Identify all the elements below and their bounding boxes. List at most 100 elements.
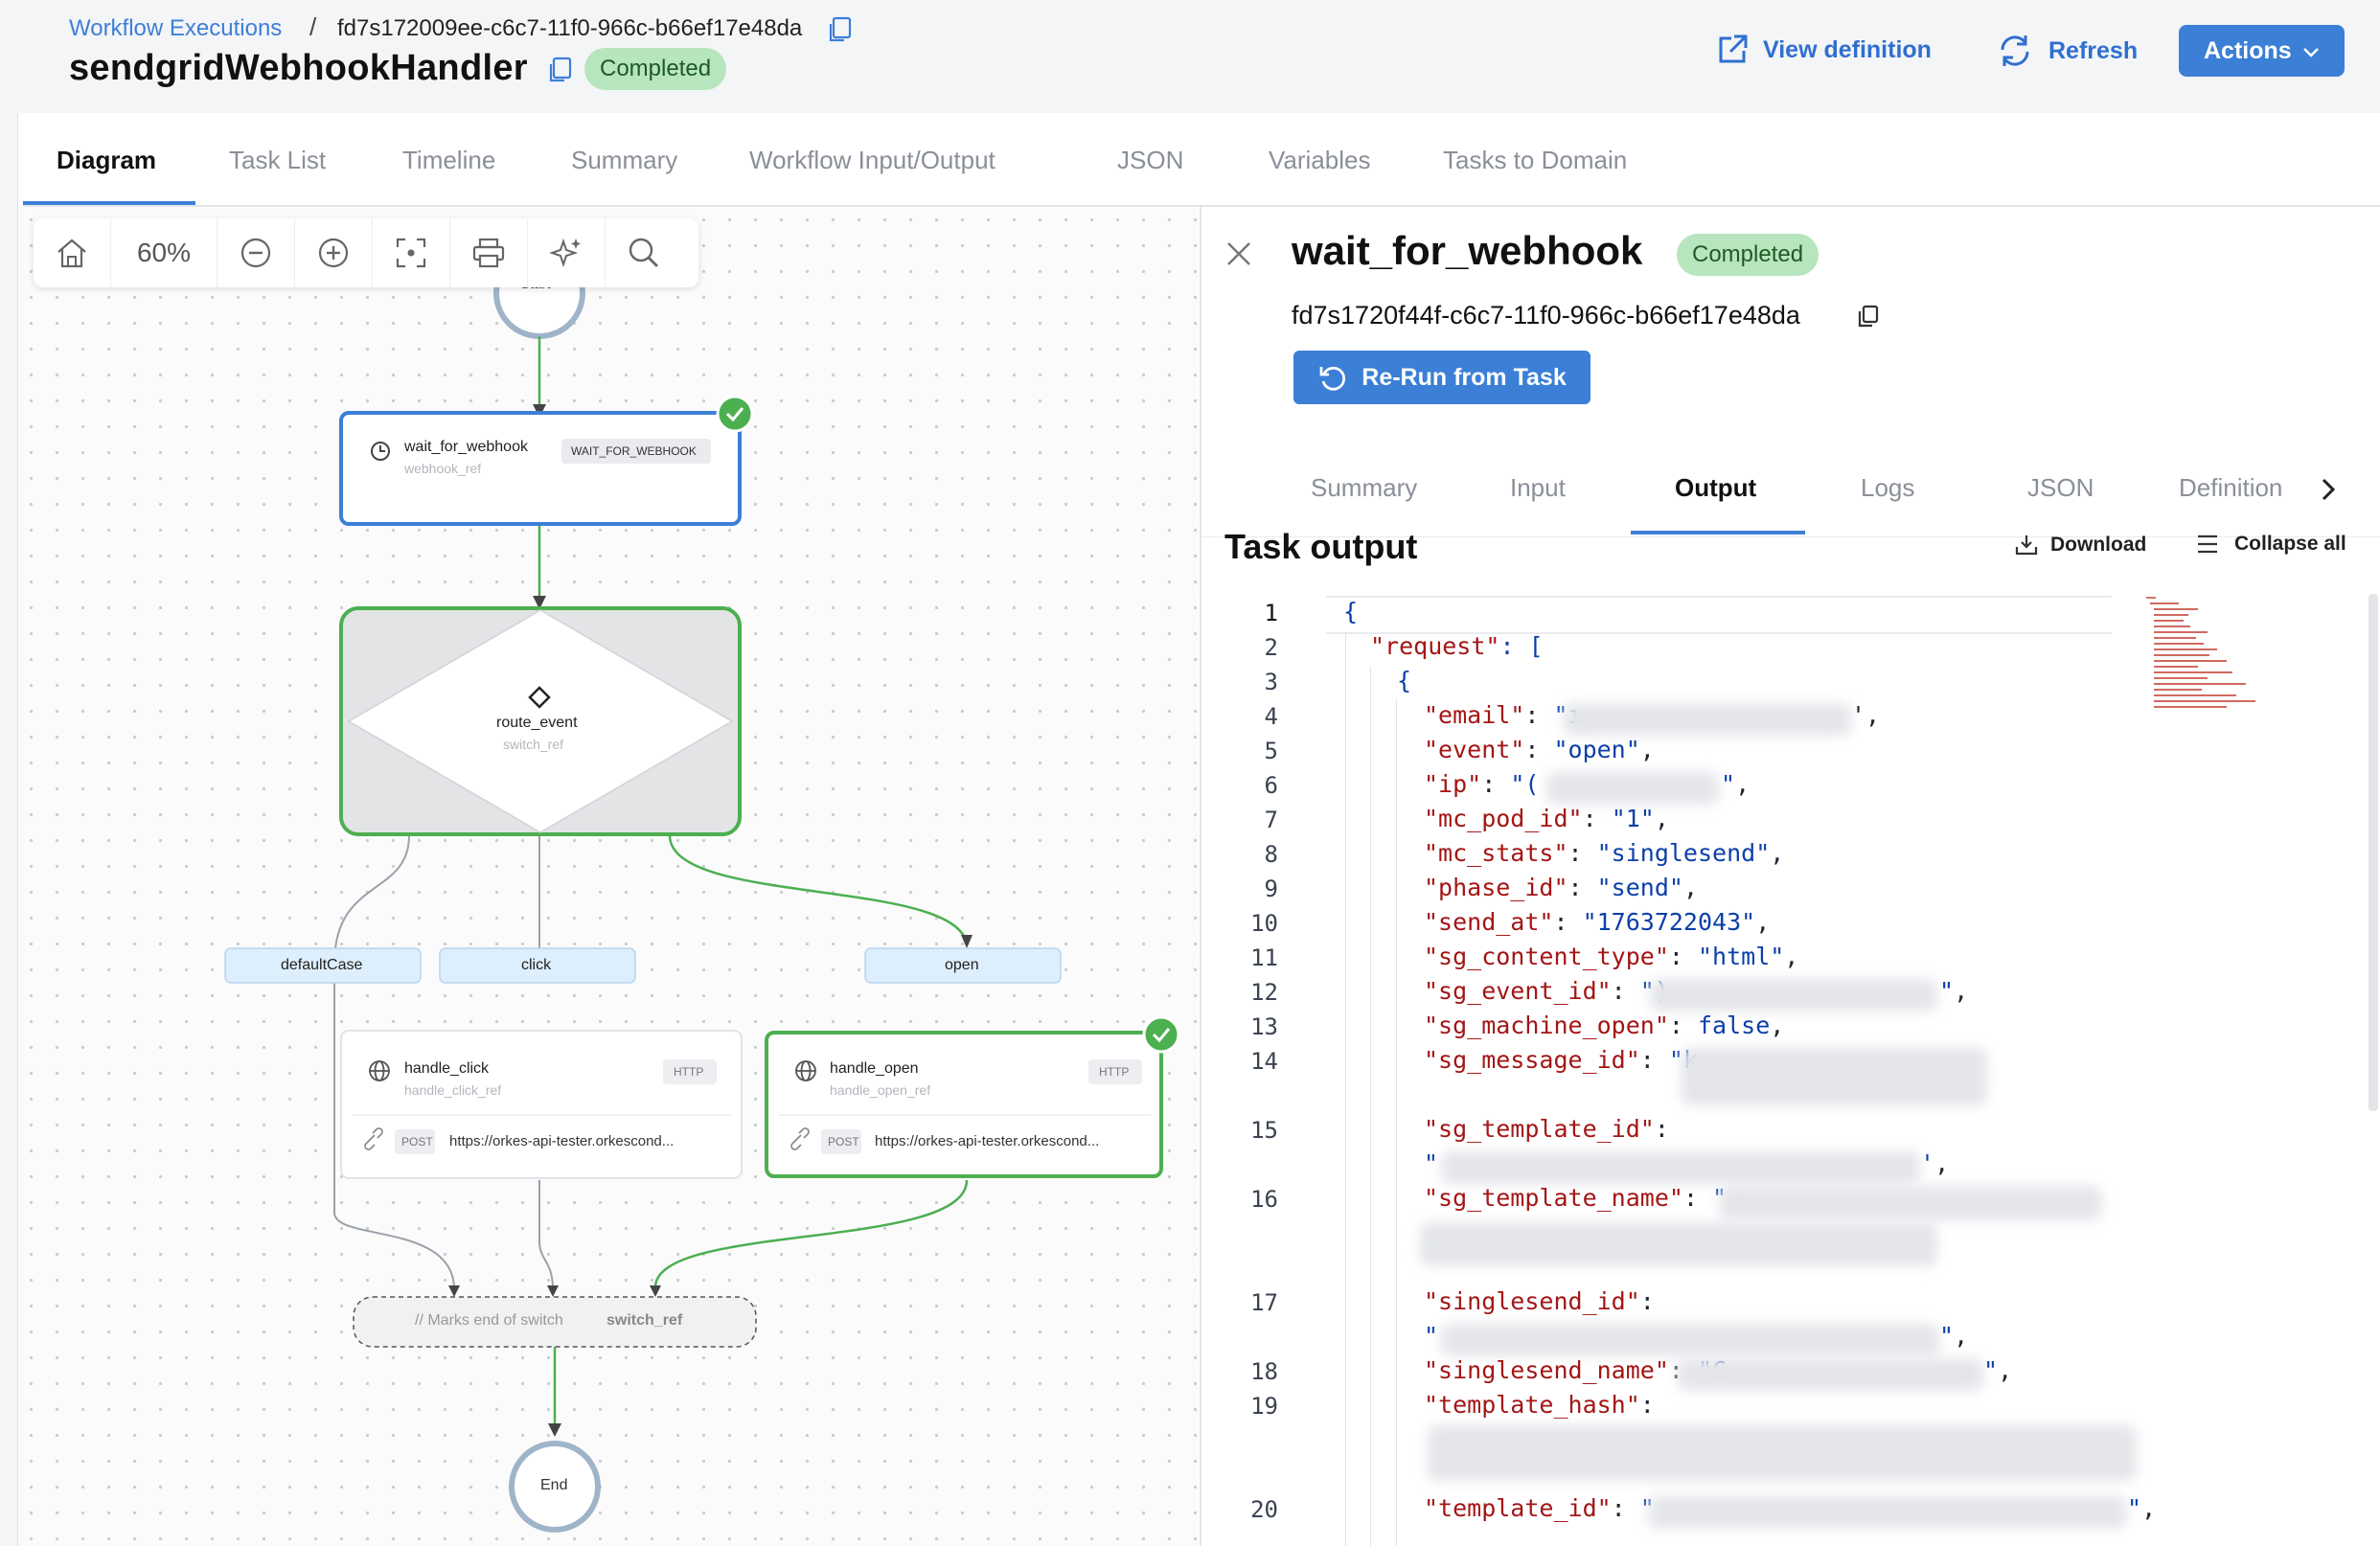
wait-task-type-badge: WAIT_FOR_WEBHOOK	[571, 444, 697, 458]
task-id: fd7s1720f44f-c6c7-11f0-966c-b66ef17e48da	[1292, 301, 1800, 330]
section-title: Task output	[1224, 527, 1418, 566]
subtab-input[interactable]: Input	[1510, 473, 1566, 502]
copy-icon[interactable]	[546, 56, 575, 89]
tab-workflow-input-output[interactable]: Workflow Input/Output	[749, 146, 995, 174]
open-task-name: handle_open	[830, 1060, 919, 1077]
actions-dropdown-button[interactable]: Actions	[2179, 25, 2345, 77]
rerun-label: Re-Run from Task	[1362, 363, 1567, 391]
close-icon	[1227, 242, 1250, 265]
case-label-click: click	[521, 957, 552, 973]
refresh-label: Refresh	[2048, 36, 2139, 64]
completed-check-icon	[716, 395, 754, 433]
case-label-open: open	[945, 957, 979, 973]
refresh-button[interactable]: Refresh	[1995, 31, 2138, 71]
subtab-summary[interactable]: Summary	[1311, 473, 1418, 502]
home-icon	[57, 239, 86, 268]
workflow-graph	[224, 247, 1180, 1533]
main-tabs: Diagram Task List Timeline Summary Workf…	[23, 113, 2380, 207]
subtab-definition-clip: Definition	[2179, 473, 2290, 508]
breadcrumb-workflow-executions[interactable]: Workflow Executions	[69, 15, 283, 41]
status-badge: Completed	[584, 48, 727, 90]
join-label-prefix: // Marks end of switch	[415, 1312, 563, 1329]
subtab-logs[interactable]: Logs	[1861, 473, 1915, 502]
tab-tasks-to-domain[interactable]: Tasks to Domain	[1443, 146, 1628, 174]
collapse-icon	[2198, 534, 2217, 554]
page-header: Workflow Executions / fd7s172009ee-c6c7-…	[0, 0, 2380, 113]
wait-for-webhook-node[interactable]	[339, 411, 742, 526]
refresh-icon	[2001, 35, 2029, 66]
print-icon	[472, 238, 505, 268]
click-task-ref: handle_click_ref	[404, 1082, 502, 1098]
end-label: End	[540, 1477, 568, 1493]
copy-icon[interactable]	[826, 15, 855, 49]
search-button[interactable]	[606, 218, 682, 287]
diagram-toolbar: 60%	[34, 218, 698, 287]
wait-task-name: wait_for_webhook	[404, 439, 528, 455]
scrollbar[interactable]	[2369, 594, 2378, 1111]
open-task-method: POST	[828, 1135, 859, 1148]
breadcrumb-separator: /	[309, 12, 317, 41]
collapse-all-button[interactable]: Collapse all	[2196, 533, 2346, 556]
copy-icon[interactable]	[1855, 303, 1882, 334]
fit-view-button[interactable]	[373, 218, 450, 287]
click-task-url: https://orkes-api-tester.orkescond...	[449, 1133, 675, 1149]
active-subtab-indicator	[1631, 531, 1805, 534]
join-node[interactable]	[353, 1296, 757, 1348]
breadcrumb-execution-id: fd7s172009ee-c6c7-11f0-966c-b66ef17e48da	[337, 15, 803, 41]
task-title: wait_for_webhook	[1292, 228, 1643, 273]
clock-icon	[371, 442, 390, 461]
home-button[interactable]	[34, 218, 111, 287]
subtab-output[interactable]: Output	[1675, 473, 1757, 502]
chevron-down-icon	[2302, 48, 2319, 57]
task-subtabs: Summary Input Output Logs JSON Definitio…	[1201, 456, 2380, 536]
handle-open-node[interactable]	[765, 1031, 1163, 1178]
diagram-canvas[interactable]: Start wait_for_webhook webhook_ref WAIT_…	[18, 207, 1199, 1546]
tab-json[interactable]: JSON	[1117, 146, 1184, 174]
actions-label: Actions	[2204, 37, 2292, 64]
print-button[interactable]	[450, 218, 528, 287]
switch-task-name: route_event	[496, 715, 578, 731]
subtab-json[interactable]: JSON	[2027, 473, 2094, 502]
open-task-ref: handle_open_ref	[830, 1082, 931, 1098]
download-button[interactable]: Download	[2014, 533, 2146, 557]
subtab-definition[interactable]: Definition	[2179, 473, 2283, 502]
code-minimap[interactable]	[2140, 594, 2284, 728]
tab-task-list[interactable]: Task List	[229, 146, 327, 174]
workflow-title: sendgridWebhookHandler	[69, 48, 528, 88]
view-definition-label: View definition	[1763, 35, 1932, 63]
view-definition-button[interactable]: View definition	[1715, 33, 1932, 67]
auto-layout-button[interactable]	[528, 218, 606, 287]
search-icon	[629, 238, 658, 267]
switch-task-ref: switch_ref	[503, 737, 564, 752]
active-tab-indicator	[23, 201, 195, 205]
click-task-name: handle_click	[404, 1060, 490, 1077]
zoom-in-icon	[318, 238, 349, 268]
tab-variables[interactable]: Variables	[1269, 146, 1371, 174]
wait-task-ref: webhook_ref	[404, 461, 482, 476]
close-panel-button[interactable]	[1224, 239, 1253, 273]
collapse-label: Collapse all	[2234, 533, 2346, 555]
click-task-method: POST	[401, 1135, 433, 1148]
tab-timeline[interactable]: Timeline	[402, 146, 496, 174]
zoom-level: 60%	[111, 218, 217, 287]
handle-click-node[interactable]	[340, 1030, 743, 1179]
download-label: Download	[2050, 534, 2147, 556]
case-label-default: defaultCase	[281, 957, 363, 973]
subtabs-scroll-right[interactable]	[2319, 477, 2338, 507]
zoom-in-button[interactable]	[295, 218, 373, 287]
download-icon	[2015, 535, 2038, 556]
completed-check-icon	[1142, 1015, 1180, 1054]
json-code-viewer[interactable]: 1 2 3 4 5 6 7 8 9 10 11 12 13 14 15 16 1…	[1201, 594, 2380, 1546]
open-task-type-badge: HTTP	[1099, 1065, 1130, 1079]
rerun-from-task-button[interactable]: Re-Run from Task	[1293, 351, 1590, 404]
switch-icon	[528, 686, 551, 709]
zoom-out-button[interactable]	[217, 218, 295, 287]
tab-summary[interactable]: Summary	[571, 146, 678, 174]
sparkle-icon	[549, 238, 581, 268]
click-task-type-badge: HTTP	[674, 1065, 704, 1079]
tab-diagram[interactable]: Diagram	[57, 146, 157, 174]
rerun-icon	[1319, 366, 1346, 391]
chevron-right-icon	[2322, 478, 2336, 501]
end-node[interactable]	[509, 1441, 601, 1533]
fit-view-icon	[396, 238, 426, 268]
